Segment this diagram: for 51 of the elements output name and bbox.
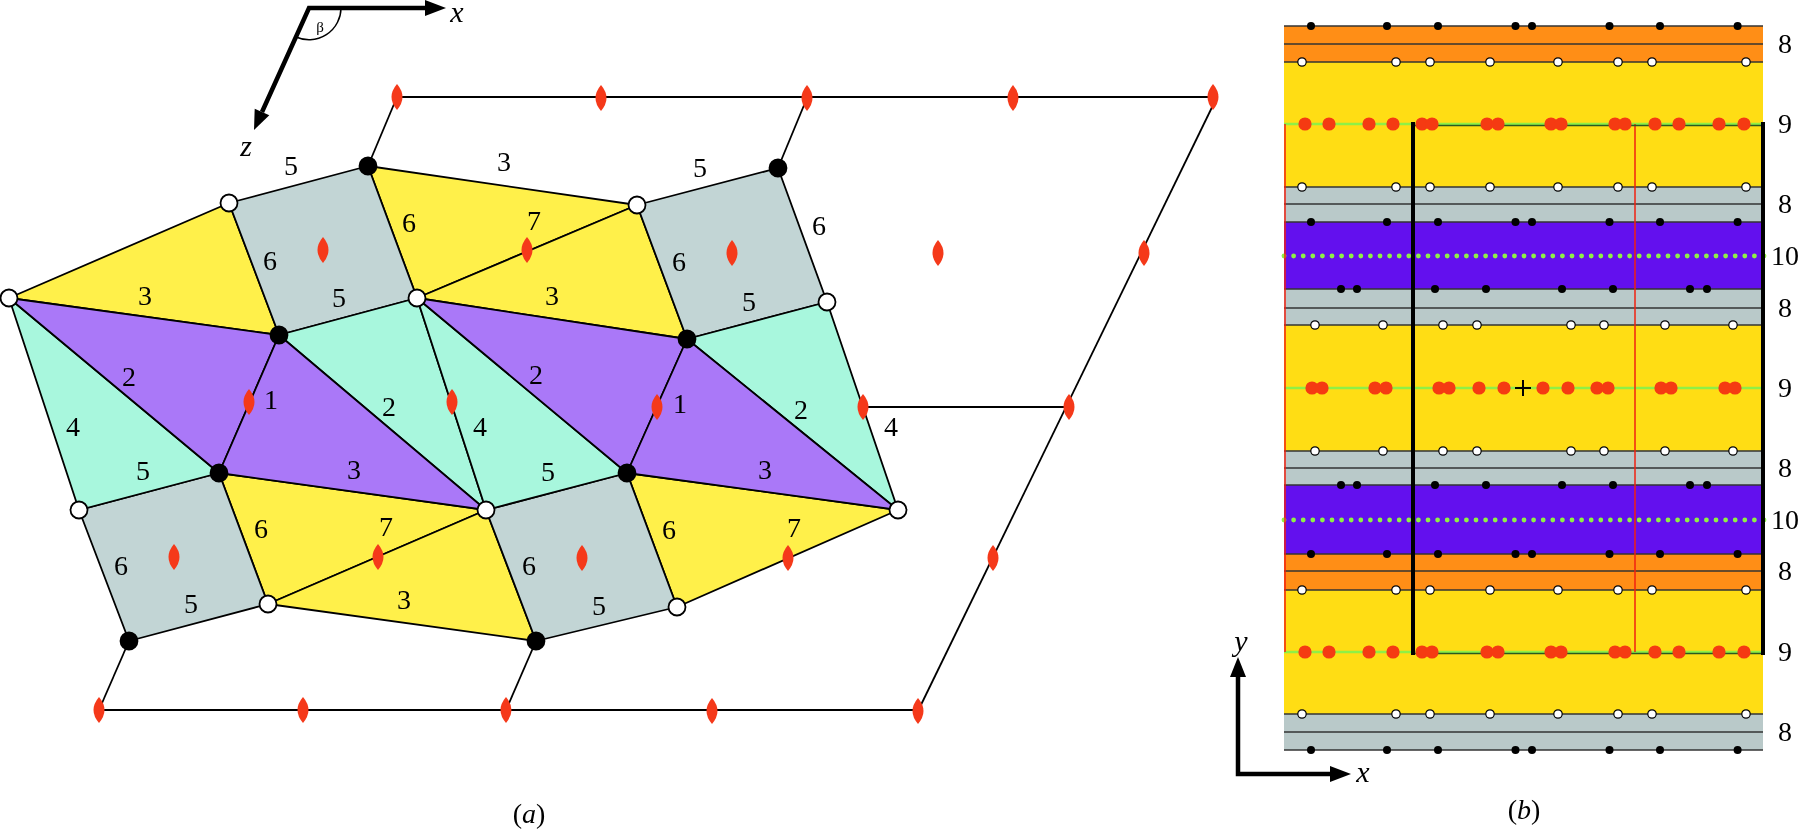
edge-number: 4: [884, 413, 898, 441]
edge-number: 4: [473, 413, 487, 441]
layer-number: 8: [1778, 557, 1792, 585]
edge-number: 6: [672, 248, 686, 276]
layer-number: 9: [1778, 638, 1792, 666]
edge-number: 6: [662, 516, 676, 544]
edge-number: 1: [264, 386, 278, 414]
axis-label: z: [240, 131, 252, 161]
layer-number: 9: [1778, 110, 1792, 138]
edge-number: 3: [545, 282, 559, 310]
edge-number: 6: [263, 247, 277, 275]
edge-number: 6: [402, 209, 416, 237]
edge-number: 7: [527, 207, 541, 235]
edge-number: 5: [136, 457, 150, 485]
edge-number: 3: [497, 148, 511, 176]
edge-number: 2: [382, 393, 396, 421]
edge-number: 7: [787, 514, 801, 542]
axis-label: x: [450, 0, 464, 27]
edge-number: 3: [758, 456, 772, 484]
edge-number: 7: [379, 513, 393, 541]
edge-number: 6: [522, 552, 536, 580]
edge-number: 5: [742, 288, 756, 316]
edge-number: 2: [794, 396, 808, 424]
edge-number: 5: [284, 152, 298, 180]
layer-number: 8: [1778, 190, 1792, 218]
edge-number: 1: [673, 390, 687, 418]
axis-label: y: [1234, 626, 1248, 656]
layer-number: 10: [1771, 506, 1799, 534]
edge-number: 4: [66, 413, 80, 441]
edge-number: 5: [184, 590, 198, 618]
edge-number: 2: [529, 361, 543, 389]
edge-number: 3: [347, 456, 361, 484]
edge-number: 3: [397, 586, 411, 614]
edge-number: 5: [332, 284, 346, 312]
layer-number: 8: [1778, 30, 1792, 58]
edge-number: 6: [114, 552, 128, 580]
axis-label: x: [1356, 757, 1370, 787]
layer-number: 9: [1778, 374, 1792, 402]
panel-label: (b): [1507, 796, 1541, 824]
edge-number: 3: [138, 282, 152, 310]
edge-number: 2: [122, 363, 136, 391]
layer-number: 8: [1778, 454, 1792, 482]
edge-number: 6: [254, 515, 268, 543]
panel-label: (a): [512, 800, 546, 828]
edge-number: 5: [693, 154, 707, 182]
layer-number: 10: [1771, 242, 1799, 270]
layer-number: 8: [1778, 294, 1792, 322]
edge-number: 5: [541, 458, 555, 486]
edge-number: 5: [592, 592, 606, 620]
edge-number: 6: [812, 212, 826, 240]
layer-number: 8: [1778, 718, 1792, 746]
